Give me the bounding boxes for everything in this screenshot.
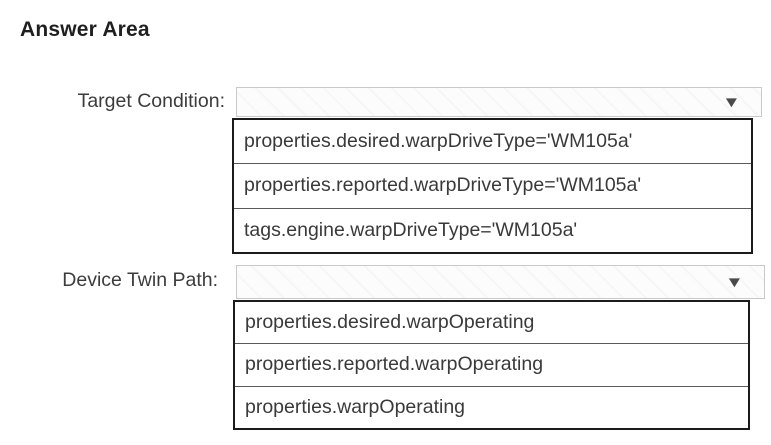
chevron-down-icon: ▼ (725, 273, 744, 291)
target-condition-label: Target Condition: (77, 90, 225, 112)
option-item[interactable]: tags.engine.warpDriveType='WM105a' (234, 207, 751, 252)
option-item[interactable]: properties.warpOperating (235, 385, 748, 428)
option-item[interactable]: properties.desired.warpOperating (235, 302, 748, 344)
option-item[interactable]: properties.desired.warpDriveType='WM105a… (234, 120, 751, 164)
target-condition-options-list: properties.desired.warpDriveType='WM105a… (232, 118, 753, 254)
option-item[interactable]: properties.reported.warpDriveType='WM105… (234, 163, 751, 208)
chevron-down-icon: ▼ (722, 93, 741, 111)
device-twin-path-dropdown[interactable]: ▼ (236, 265, 765, 299)
device-twin-path-label: Device Twin Path: (62, 269, 218, 291)
page-title: Answer Area (20, 18, 150, 41)
target-condition-dropdown[interactable]: ▼ (236, 87, 762, 117)
device-twin-path-options-list: properties.desired.warpOperating propert… (233, 300, 750, 430)
option-item[interactable]: properties.reported.warpOperating (235, 343, 748, 386)
